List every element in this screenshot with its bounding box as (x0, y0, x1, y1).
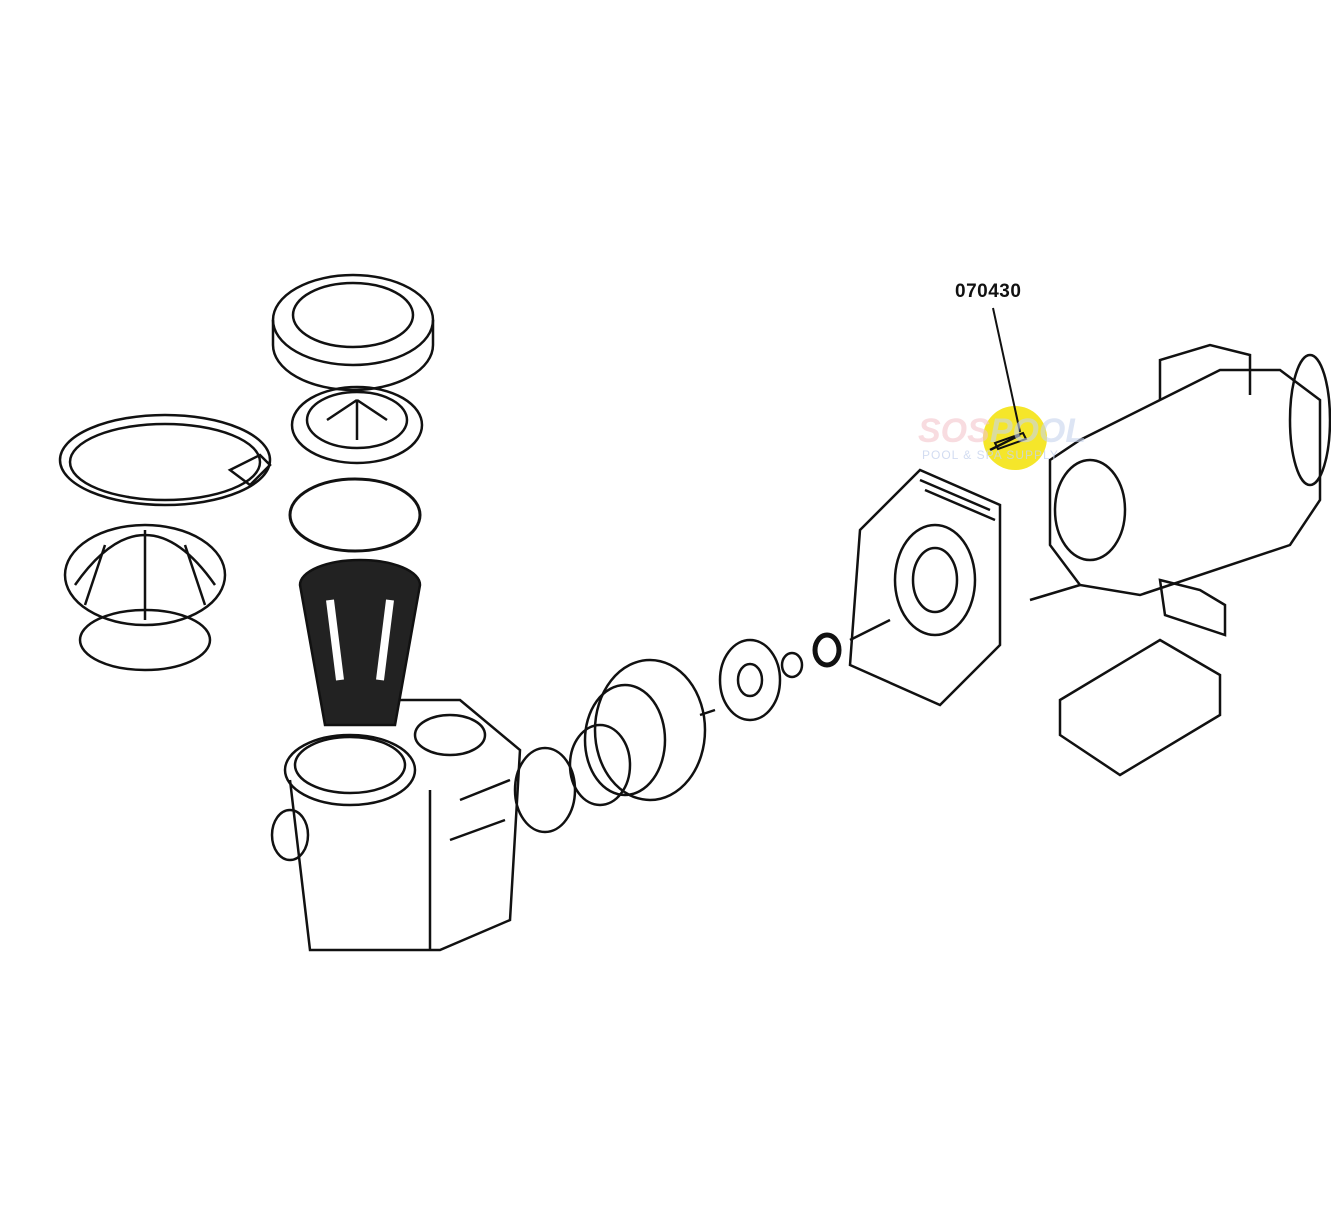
diffuser-dome (63, 523, 227, 672)
impeller (699, 433, 1021, 722)
watermark-logo: SOSPOOL (918, 412, 1087, 450)
strainer-basket (298, 558, 422, 727)
lid-ring (271, 273, 435, 392)
motor-support (1058, 578, 1227, 777)
clamp-band (58, 413, 272, 507)
watermark-tagline: POOL & SPA SUPPLY (922, 448, 1059, 462)
part-number-label: 070430 (955, 281, 1022, 302)
pump-housing (270, 698, 522, 952)
lid (290, 385, 424, 465)
seal-plate (513, 658, 707, 834)
motor-adapter (848, 468, 1002, 707)
motor (1029, 343, 1331, 602)
callout-part (993, 431, 1028, 451)
lid-o-ring (288, 477, 422, 553)
callout-leader (992, 307, 1021, 433)
